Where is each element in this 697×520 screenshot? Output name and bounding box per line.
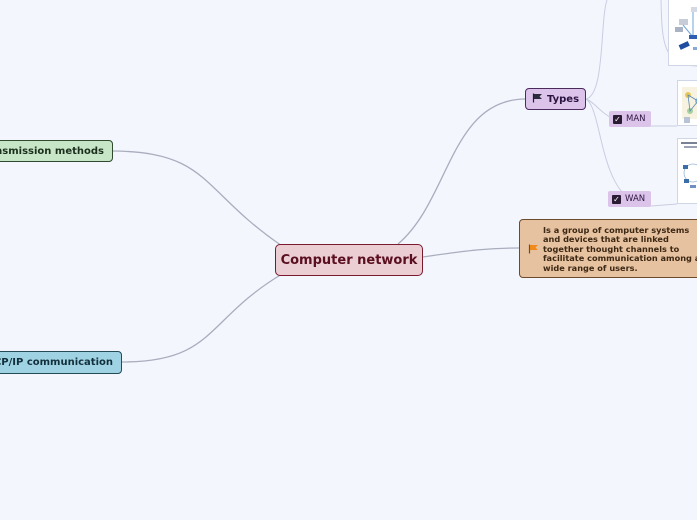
definition-topic[interactable]: Is a group of computer systems and devic… (519, 219, 697, 278)
wan-network-image[interactable] (677, 138, 697, 204)
link-central-types (397, 98, 526, 245)
subtopic-wan-label: WAN (625, 194, 646, 204)
link-wan-image (650, 203, 678, 207)
checkbox-icon[interactable]: ✓ (612, 194, 621, 204)
central-topic[interactable]: Computer network (275, 244, 423, 276)
man-network-image[interactable] (677, 80, 697, 126)
definition-text: Is a group of computer systems and devic… (543, 225, 697, 273)
types-topic-label: Types (546, 93, 580, 105)
subtopic-wan[interactable]: ✓ WAN (608, 191, 651, 207)
types-topic[interactable]: Types (525, 88, 586, 110)
link-central-transmission (112, 150, 283, 247)
transmission-methods-topic[interactable]: Transmission methods (0, 140, 113, 162)
transmission-methods-label: Transmission methods (0, 145, 104, 157)
tcpip-communication-topic[interactable]: TCP/IP communication (0, 351, 122, 374)
central-topic-label: Computer network (280, 252, 418, 268)
link-types-lan (585, 0, 608, 100)
link-central-definition (422, 247, 520, 258)
flag-icon (532, 93, 543, 106)
subtopic-man-label: MAN (626, 114, 646, 124)
link-central-tcpip (121, 273, 283, 363)
orange-flag-icon (528, 244, 539, 256)
checkbox-icon[interactable]: ✓ (613, 114, 622, 124)
lan-network-image[interactable] (668, 0, 697, 66)
subtopic-man[interactable]: ✓ MAN (609, 111, 651, 127)
tcpip-communication-label: TCP/IP communication (0, 357, 113, 368)
